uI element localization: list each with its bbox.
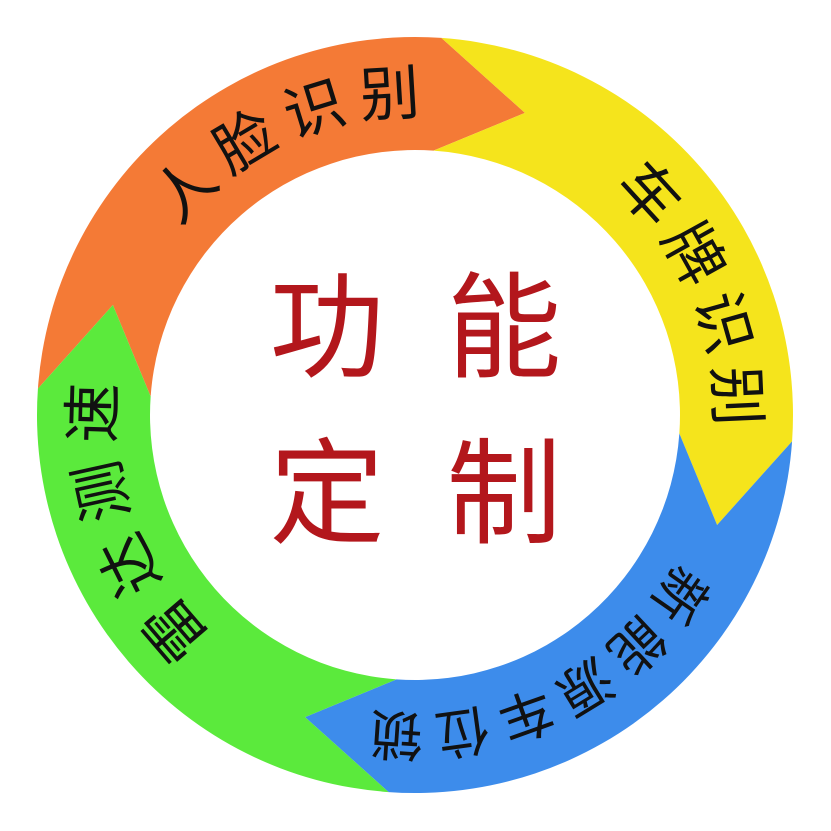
segment-face-recognition — [37, 36, 525, 397]
segment-ev-parking-lock — [305, 433, 793, 794]
center-title-line-2: 定制 — [269, 428, 624, 562]
segment-radar-speed — [36, 305, 397, 793]
ring-segments — [36, 36, 794, 794]
segment-plate-recognition — [433, 37, 794, 525]
center-title-line-1: 功能 — [269, 262, 624, 396]
